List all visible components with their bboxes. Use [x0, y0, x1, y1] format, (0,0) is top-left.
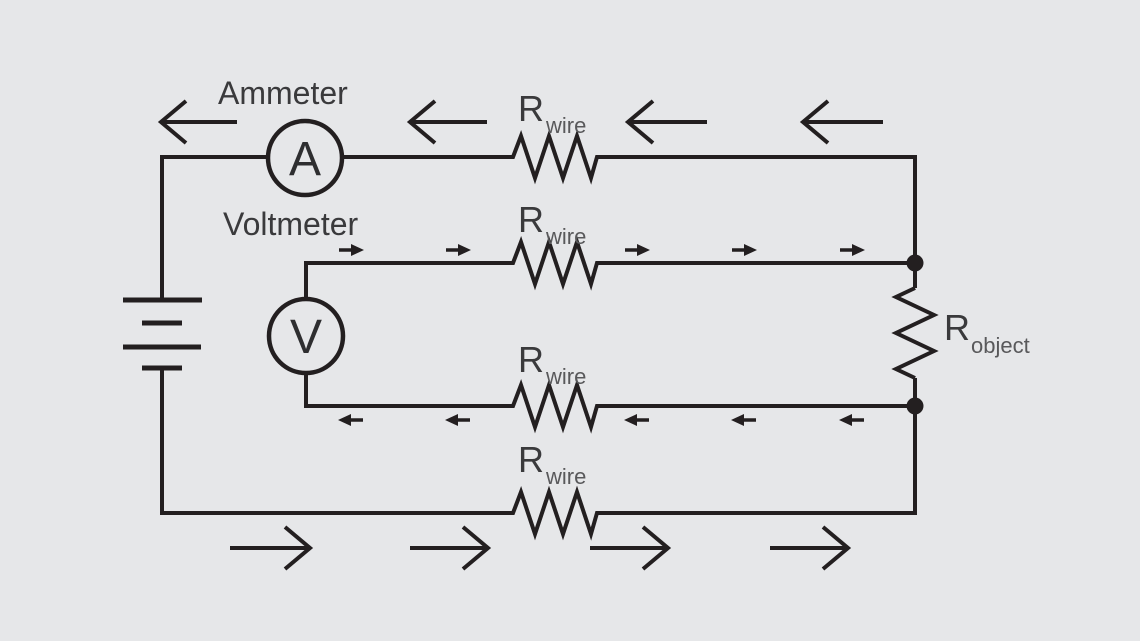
resistor-object-label: R object: [944, 307, 1030, 358]
junction-dot-bottom: [906, 397, 924, 415]
voltmeter-circle: [266, 296, 346, 376]
sense-arrows-top: [339, 244, 865, 256]
resistor-wire-voltmeter-bottom-label: R wire: [518, 339, 586, 389]
resistor-wire-top-label: R wire: [518, 88, 586, 138]
resistor-subscript: wire: [545, 464, 586, 489]
main-circuit-wires: [160, 129, 939, 541]
voltmeter-bottom-lead-with-resistor: [304, 373, 915, 434]
small-left-arrow-icon: [338, 414, 363, 426]
small-right-arrow-icon: [625, 244, 650, 256]
resistor-subscript: object: [971, 333, 1030, 358]
small-right-arrow-icon: [446, 244, 471, 256]
resistor-object-zigzag: [891, 286, 939, 380]
resistor-symbol: R: [518, 339, 544, 380]
resistor-symbol: R: [518, 88, 544, 129]
ammeter-circle: [265, 118, 345, 198]
resistor-symbol: R: [944, 307, 970, 348]
voltmeter-label: Voltmeter: [223, 206, 359, 242]
wire-top-left: [160, 155, 268, 300]
resistor-subscript: wire: [545, 113, 586, 138]
left-arrow-icon: [406, 99, 487, 145]
right-arrow-icon: [590, 525, 672, 571]
resistor-subscript: wire: [545, 224, 586, 249]
junction-dot-top: [906, 254, 924, 272]
sense-arrows-bottom: [338, 414, 864, 426]
resistor-symbol: R: [518, 439, 544, 480]
resistor-wire-voltmeter-top-label: R wire: [518, 199, 586, 249]
right-arrow-icon: [770, 525, 852, 571]
left-arrow-icon: [799, 99, 883, 145]
voltmeter-top-lead-with-resistor: [304, 235, 915, 299]
left-arrow-icon: [157, 99, 237, 145]
current-arrows-bottom: [230, 525, 852, 571]
voltmeter-symbol: V: [290, 311, 322, 364]
small-left-arrow-icon: [445, 414, 470, 426]
small-left-arrow-icon: [731, 414, 756, 426]
small-left-arrow-icon: [839, 414, 864, 426]
right-arrow-icon: [410, 525, 492, 571]
small-right-arrow-icon: [339, 244, 364, 256]
ammeter: A: [265, 118, 345, 198]
small-left-arrow-icon: [624, 414, 649, 426]
right-arrow-icon: [230, 525, 314, 571]
small-right-arrow-icon: [732, 244, 757, 256]
resistor-symbol: R: [518, 199, 544, 240]
ammeter-label: Ammeter: [218, 75, 348, 111]
voltmeter: V: [266, 296, 346, 376]
battery: [123, 297, 202, 371]
wire-top-with-resistor: [342, 129, 917, 288]
voltmeter-leads: [304, 235, 915, 434]
resistor-subscript: wire: [545, 364, 586, 389]
left-arrow-icon: [624, 99, 707, 145]
ammeter-symbol: A: [289, 133, 321, 186]
resistor-wire-bottom-label: R wire: [518, 439, 586, 489]
current-arrows-top: [157, 99, 883, 145]
wire-bottom-with-resistor: [160, 368, 917, 541]
small-right-arrow-icon: [840, 244, 865, 256]
